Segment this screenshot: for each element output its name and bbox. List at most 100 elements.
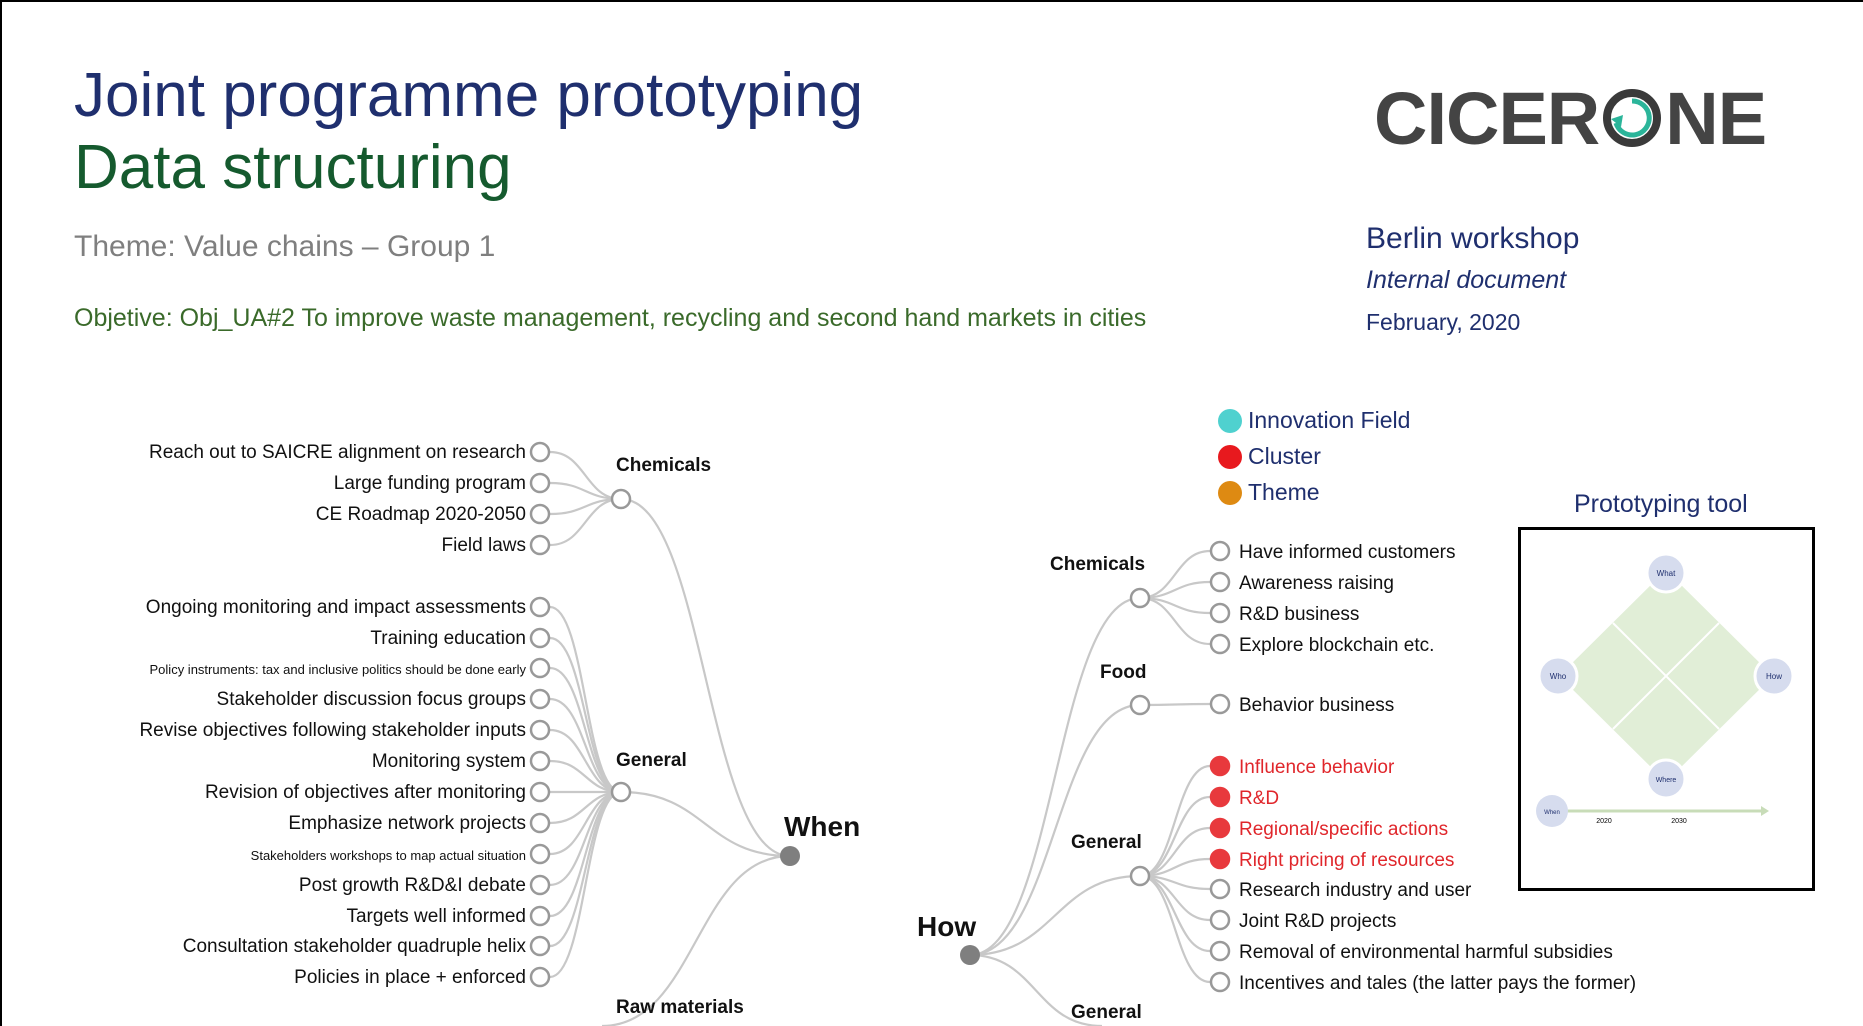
connector-line <box>969 874 1141 957</box>
leaf-label: Policy instruments: tax and inclusive po… <box>150 662 527 677</box>
leaf-label: Stakeholder discussion focus groups <box>217 689 526 710</box>
logo-text-left: CICER <box>1374 76 1600 160</box>
connector-line <box>549 790 622 948</box>
logo-text-right: NE <box>1665 76 1767 160</box>
leaf-label: Explore blockchain etc. <box>1239 635 1434 656</box>
leaf-node <box>529 627 551 649</box>
svg-text:When: When <box>1544 810 1560 816</box>
workshop-label: Berlin workshop <box>1366 222 1580 255</box>
legend-innovation-field: Innovation Field <box>1218 407 1410 434</box>
leaf-node <box>1209 693 1231 715</box>
legend-dot-icon <box>1218 444 1242 469</box>
prototyping-tool-diagram: What Who How Where When 2020 2030 <box>1518 527 1815 891</box>
root-node <box>780 846 800 866</box>
leaf-label: Large funding program <box>334 473 526 494</box>
node-where: Where <box>1645 758 1687 800</box>
cluster-node <box>1209 755 1231 777</box>
group-node <box>1129 694 1151 716</box>
page-title: Joint programme prototyping <box>74 61 864 130</box>
leaf-label: Behavior business <box>1239 695 1394 716</box>
leaf-node <box>529 596 551 618</box>
leaf-label: Emphasize network projects <box>288 813 526 834</box>
leaf-node <box>529 657 551 679</box>
connector-line <box>969 953 1103 1026</box>
connector-line <box>620 790 791 858</box>
leaf-label: Stakeholders workshops to map actual sit… <box>251 848 526 863</box>
group-label-food: Food <box>1100 662 1146 683</box>
leaf-node <box>529 534 551 556</box>
node-what: What <box>1645 552 1687 594</box>
legend-cluster: Cluster <box>1218 443 1321 470</box>
logo-ring-icon <box>1603 89 1662 147</box>
connector-line <box>601 854 791 1026</box>
connector-line <box>549 605 622 794</box>
leaf-label: Targets well informed <box>346 906 526 927</box>
group-label-chemicals: Chemicals <box>1050 554 1145 575</box>
leaf-label: Ongoing monitoring and impact assessment… <box>146 597 526 618</box>
connector-line <box>549 636 622 794</box>
leaf-label: Joint R&D projects <box>1239 911 1396 932</box>
group-label-general: General <box>1071 1002 1142 1023</box>
leaf-label: Consultation stakeholder quadruple helix <box>183 936 527 957</box>
connector-line <box>549 666 622 794</box>
legend-dot-icon <box>1218 480 1242 505</box>
leaf-label: Research industry and user <box>1239 880 1472 901</box>
connector-line <box>549 697 622 794</box>
leaf-node <box>529 503 551 525</box>
leaf-label: Revision of objectives after monitoring <box>205 782 526 803</box>
leaf-label: Reach out to SAICRE alignment on researc… <box>149 442 526 463</box>
connector-line <box>1139 795 1211 878</box>
leaf-node <box>1209 540 1231 562</box>
prototyping-tool-title: Prototyping tool <box>1574 490 1748 518</box>
leaf-node <box>529 874 551 896</box>
leaf-label: Post growth R&D&I debate <box>299 875 526 896</box>
leaf-node <box>1209 878 1231 900</box>
document-type: Internal document <box>1366 266 1567 294</box>
leaf-node <box>529 441 551 463</box>
legend-label: Theme <box>1248 479 1320 505</box>
leaf-label: Incentives and tales (the latter pays th… <box>1239 973 1636 994</box>
root-label-when: When <box>784 811 860 842</box>
node-how: How <box>1753 655 1795 697</box>
leaf-node <box>1209 633 1231 655</box>
leaf-label: Training education <box>370 628 526 649</box>
leaf-label: Revise objectives following stakeholder … <box>139 720 526 741</box>
connector-line <box>1139 702 1211 707</box>
root-node <box>960 945 980 965</box>
leaf-node <box>529 966 551 988</box>
leaf-node <box>1209 571 1231 593</box>
cluster-node <box>1209 848 1231 870</box>
svg-text:Where: Where <box>1656 777 1677 784</box>
node-who: Who <box>1537 655 1579 697</box>
leaf-node <box>529 688 551 710</box>
connector-line <box>1139 874 1211 984</box>
leaf-label: CE Roadmap 2020-2050 <box>316 504 526 525</box>
connector-line <box>620 497 791 858</box>
timeline-label: 2020 <box>1596 818 1612 825</box>
svg-text:How: How <box>1766 672 1782 681</box>
leaf-label: Monitoring system <box>372 751 526 772</box>
objective-label: Objetive: Obj_UA#2 To improve waste mana… <box>74 304 1147 332</box>
connector-line <box>549 790 622 918</box>
theme-label: Theme: Value chains – Group 1 <box>74 230 496 263</box>
leaf-label: Field laws <box>442 535 526 556</box>
cluster-node <box>1209 817 1231 839</box>
connector-line <box>969 703 1141 957</box>
leaf-node <box>529 812 551 834</box>
leaf-label: R&D <box>1239 788 1279 809</box>
leaf-node <box>529 935 551 957</box>
svg-text:What: What <box>1657 569 1676 578</box>
leaf-node <box>1209 602 1231 624</box>
leaf-label: Regional/specific actions <box>1239 819 1448 840</box>
connector-line <box>549 728 622 794</box>
legend-dot-icon <box>1218 408 1242 433</box>
leaf-label: Influence behavior <box>1239 757 1395 778</box>
group-node <box>610 781 632 803</box>
leaf-node <box>529 472 551 494</box>
timeline-label: 2030 <box>1671 818 1687 825</box>
leaf-label: Removal of environmental harmful subsidi… <box>1239 942 1613 963</box>
cicerone-logo: CICER NE <box>1374 77 1767 160</box>
leaf-label: Awareness raising <box>1239 573 1394 594</box>
legend-theme: Theme <box>1218 479 1320 506</box>
